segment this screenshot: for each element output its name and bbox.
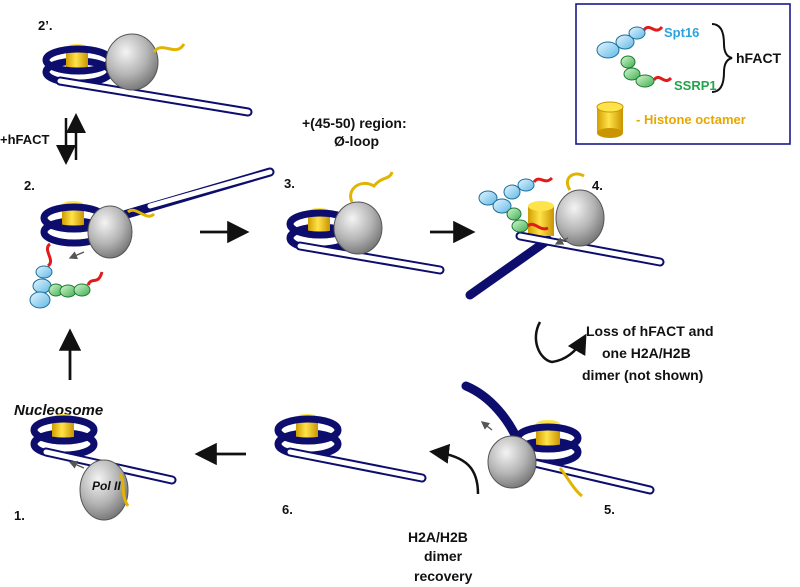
loss-label-line1: Loss of hFACT and xyxy=(586,323,714,339)
legend-ssrp1-label: SSRP1 xyxy=(674,78,717,93)
legend-brace xyxy=(711,23,733,93)
arrow-4-to-5 xyxy=(534,321,587,364)
step-4-label: 4. xyxy=(592,178,603,193)
hfact-legend-icon xyxy=(596,25,673,88)
step-6-label: 6. xyxy=(282,502,293,517)
legend-histone-label: - Histone octamer xyxy=(636,112,746,127)
histone-legend-icon xyxy=(596,101,624,138)
nucleosome-1 xyxy=(30,414,177,521)
loss-label-line3: dimer (not shown) xyxy=(582,367,703,383)
region-label-line2: Ø-loop xyxy=(334,133,379,149)
arrow-5-to-6 xyxy=(429,443,480,495)
nucleosome-2 xyxy=(29,167,275,309)
step-5-label: 5. xyxy=(604,502,615,517)
nucleosome-label: Nucleosome xyxy=(14,402,103,419)
nucleosome-2prime xyxy=(42,33,253,117)
legend: Spt16 SSRP1 hFACT - Histone octamer xyxy=(575,3,791,145)
nucleosome-4 xyxy=(465,172,665,300)
step-2prime-label: 2’. xyxy=(38,18,52,33)
region-label-line1: +(45-50) region: xyxy=(302,115,407,131)
recovery-label-line1: H2A/H2B xyxy=(408,529,468,545)
pol2-label: Pol II xyxy=(92,479,121,493)
equilibrium-arrows xyxy=(56,113,86,165)
nucleosome-5 xyxy=(461,381,655,498)
nucleosome-3 xyxy=(286,171,445,275)
step-3-label: 3. xyxy=(284,176,295,191)
step-2-label: 2. xyxy=(24,178,35,193)
legend-spt16-label: Spt16 xyxy=(664,25,699,40)
step-1-label: 1. xyxy=(14,508,25,523)
recovery-label-line2: dimer xyxy=(424,548,463,564)
legend-hfact-label: hFACT xyxy=(736,50,782,66)
recovery-label-line3: recovery xyxy=(414,568,473,584)
hfact-equilibrium-label: +hFACT xyxy=(0,132,50,147)
nucleosome-6 xyxy=(274,414,427,483)
loss-label-line2: one H2A/H2B xyxy=(602,345,691,361)
